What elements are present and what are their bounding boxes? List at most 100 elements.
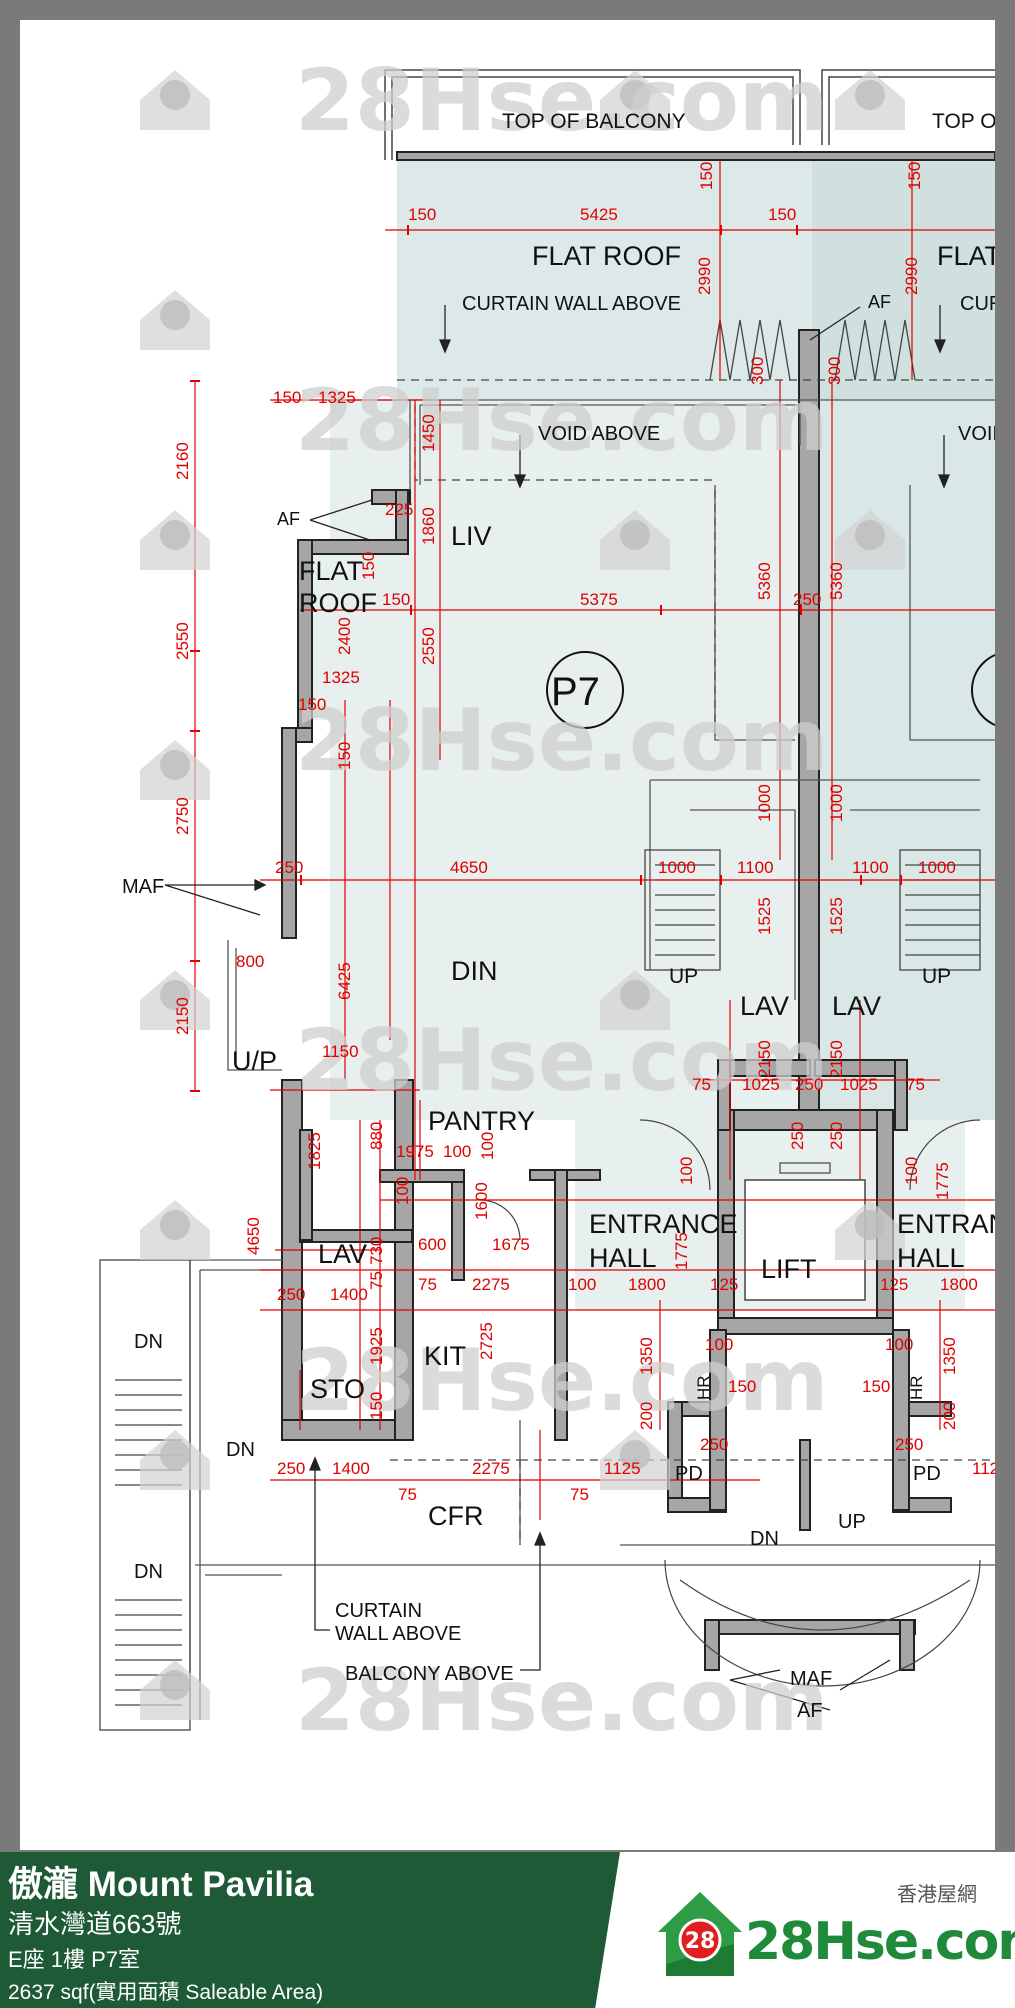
- dim-label: 75: [398, 1485, 417, 1504]
- dim-label: 1925: [367, 1327, 386, 1365]
- logo-badge-text: 28: [685, 1929, 716, 1954]
- dimension-ticks: [190, 225, 902, 1092]
- label-dn-4: DN: [750, 1528, 779, 1550]
- dim-label: 250: [895, 1435, 923, 1454]
- dim-label: 225: [385, 500, 413, 519]
- dim-label: 1800: [628, 1275, 666, 1294]
- listing-footer: 傲瀧 Mount Pavilia 清水灣道663號 E座 1樓 P7室 2637…: [0, 1852, 1015, 2008]
- dim-label: 300: [825, 357, 844, 385]
- unit-tag-circle: [546, 651, 624, 729]
- dim-label: 250: [277, 1459, 305, 1478]
- label-sto: STO: [310, 1374, 365, 1404]
- label-up-p: U/P: [232, 1046, 277, 1076]
- dim-label: 1025: [840, 1075, 878, 1094]
- dim-label: 100: [885, 1335, 913, 1354]
- label-hr-1: HR: [694, 1375, 713, 1400]
- dim-label: 1450: [419, 414, 438, 452]
- balcony-railings: [384, 69, 995, 160]
- dim-label: 2150: [827, 1040, 846, 1078]
- label-af-left: AF: [277, 509, 300, 529]
- label-lift: LIFT: [761, 1254, 817, 1284]
- property-unit: E座 1樓 P7室: [8, 1947, 141, 1972]
- dim-label: 5360: [755, 562, 774, 600]
- dim-label: 75: [692, 1075, 711, 1094]
- footer-info-panel: 傲瀧 Mount Pavilia 清水灣道663號 E座 1樓 P7室 2637…: [0, 1852, 620, 2008]
- label-af-top: AF: [868, 292, 891, 312]
- label-dn-1: DN: [134, 1331, 163, 1353]
- logo-wordmark: 28Hse.com: [745, 1912, 1015, 1972]
- site-logo[interactable]: 香港屋網 28 28Hse.com: [650, 1852, 1015, 2008]
- unit-tag-label: P7: [551, 670, 600, 714]
- living-dining-area: [330, 400, 812, 1120]
- dim-label: 75: [367, 1271, 386, 1290]
- dim-label: 200: [637, 1402, 656, 1430]
- dim-label: 2750: [173, 797, 192, 835]
- dimension-values: 150 5425 150 150 150 2990 2990 300 300 1…: [173, 162, 995, 1504]
- dim-label: 1800: [940, 1275, 978, 1294]
- label-lav-1: LAV: [740, 991, 789, 1021]
- dim-label: 1000: [658, 858, 696, 877]
- label-curtain-wall-2: CUR: [960, 293, 995, 315]
- dim-label: 1000: [827, 784, 846, 822]
- dim-label: 250: [275, 858, 303, 877]
- dim-label: 1325: [318, 388, 356, 407]
- flat-roof-area-right: [812, 155, 995, 400]
- floor-plan-drawing: 28Hse.com 28Hse.com 28Hse.com 28Hse.com …: [99, 51, 995, 1751]
- dim-label: 2550: [173, 622, 192, 660]
- dim-label: 125: [710, 1275, 738, 1294]
- dim-label: 1325: [322, 668, 360, 687]
- dim-label: 1675: [492, 1235, 530, 1254]
- label-curtain-wall-bottom-b: WALL ABOVE: [335, 1623, 461, 1645]
- leader-arrows: [164, 305, 950, 1711]
- watermark-text: 28Hse.com: [295, 1651, 829, 1751]
- dim-label: 150: [905, 162, 924, 190]
- label-flat-roof-small: FLAT: [299, 556, 363, 586]
- label-maf-left: MAF: [122, 876, 164, 898]
- dim-label: 1525: [827, 897, 846, 935]
- label-entrance-hall-2b: HALL: [897, 1243, 965, 1273]
- label-up-3: UP: [838, 1511, 866, 1533]
- label-up-1: UP: [669, 965, 698, 988]
- dim-label: 5425: [580, 205, 618, 224]
- dim-label: 4650: [244, 1217, 263, 1255]
- label-curtain-wall-bottom: CURTAIN: [335, 1600, 422, 1622]
- dim-label: 1775: [933, 1162, 952, 1200]
- label-pd-2: PD: [913, 1463, 941, 1485]
- flat-roof-area: [397, 155, 812, 400]
- dim-label: 100: [443, 1142, 471, 1161]
- dim-label: 1025: [742, 1075, 780, 1094]
- curtain-wall-zigzag: [709, 319, 916, 381]
- dim-label: 200: [940, 1402, 959, 1430]
- dim-label: 150: [382, 590, 410, 609]
- dim-label: 150: [768, 205, 796, 224]
- dim-label: 150: [359, 552, 378, 580]
- dim-label: 2990: [695, 257, 714, 295]
- dim-label: 1400: [330, 1285, 368, 1304]
- dim-label: 100: [705, 1335, 733, 1354]
- label-balcony-above: BALCONY ABOVE: [345, 1663, 514, 1685]
- dim-label: 150: [298, 695, 326, 714]
- dim-label: 150: [697, 162, 716, 190]
- dim-label: 1150: [322, 1042, 359, 1061]
- dim-label: 250: [795, 1075, 823, 1094]
- label-dn-2: DN: [226, 1439, 255, 1461]
- label-af-bottom: AF: [797, 1700, 823, 1722]
- plan-labels: TOP OF BALCONY TOP O FLAT ROOF FLAT CURT…: [122, 110, 995, 1722]
- dim-label: 1975: [396, 1142, 434, 1161]
- dim-label: 250: [793, 590, 821, 609]
- dim-label: 150: [408, 205, 436, 224]
- label-entrance-hall: ENTRANCE: [589, 1209, 738, 1239]
- dim-label: 5375: [580, 590, 618, 609]
- label-flat-roof: FLAT ROOF: [532, 241, 681, 271]
- dim-label: 5360: [827, 562, 846, 600]
- dim-label: 1100: [852, 858, 889, 877]
- dim-label: 250: [788, 1122, 807, 1150]
- house-logo-icon: 28: [658, 1892, 742, 1976]
- dim-label: 1775: [672, 1232, 691, 1270]
- label-dn-3: DN: [134, 1561, 163, 1583]
- label-pd-1: PD: [675, 1463, 703, 1485]
- label-flat-roof-2: FLAT: [937, 241, 995, 271]
- dim-label: 100: [568, 1275, 596, 1294]
- label-liv: LIV: [451, 521, 492, 551]
- flat-roof-small-area: [300, 545, 395, 720]
